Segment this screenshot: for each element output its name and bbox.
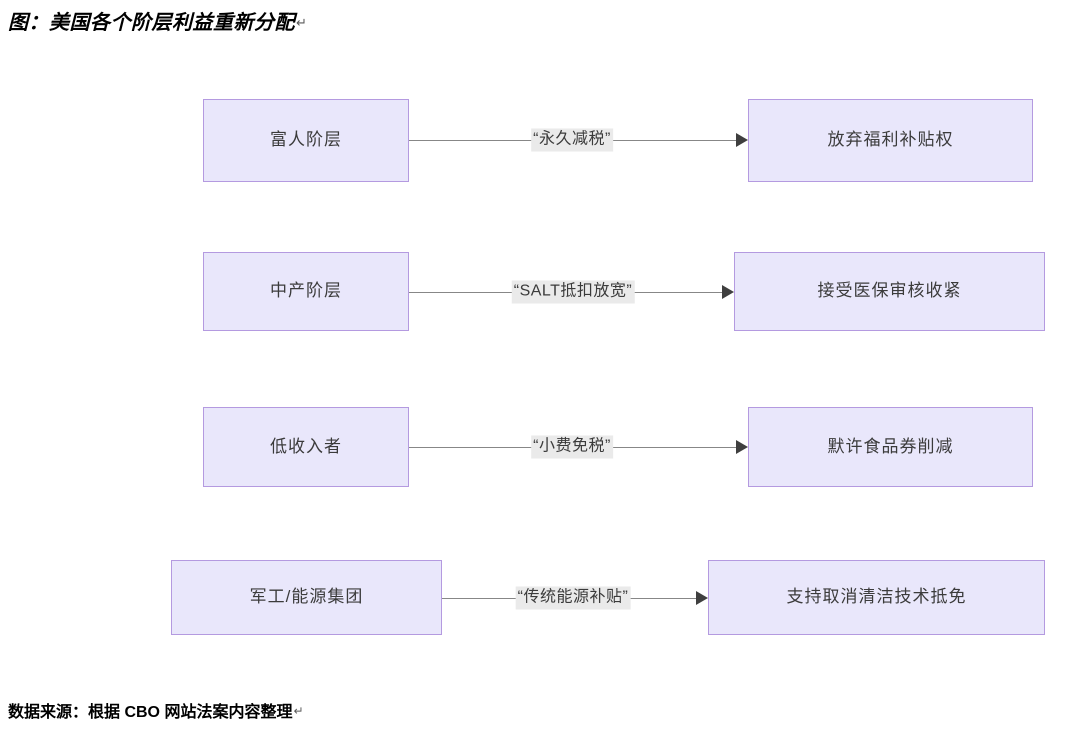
flow-source-node[interactable]: 军工/能源集团 (171, 560, 442, 635)
flow-target-node[interactable]: 放弃福利补贴权 (748, 99, 1033, 182)
flow-arrow-head-icon (696, 591, 708, 605)
page-title-text: 图：美国各个阶层利益重新分配 (8, 12, 295, 34)
flow-source-node[interactable]: 低收入者 (203, 407, 409, 487)
paragraph-mark: ↵ (293, 704, 304, 718)
flow-target-node[interactable]: 支持取消清洁技术抵免 (708, 560, 1045, 635)
flow-arrow-head-icon (736, 133, 748, 147)
flow-edge-label: “传统能源补贴” (515, 586, 631, 610)
flow-edge-label: “永久减税” (531, 128, 613, 152)
flow-source-node[interactable]: 中产阶层 (203, 252, 409, 331)
flow-target-node[interactable]: 接受医保审核收紧 (734, 252, 1045, 331)
paragraph-mark: ↵ (296, 15, 308, 30)
flow-arrow-head-icon (736, 440, 748, 454)
flow-edge-label: “SALT抵扣放宽” (511, 280, 635, 304)
flow-arrow-head-icon (722, 285, 734, 299)
source-note: 数据来源：根据 CBO 网站法案内容整理↵ (8, 698, 304, 722)
flow-source-node[interactable]: 富人阶层 (203, 99, 409, 182)
flow-target-node[interactable]: 默许食品券削减 (748, 407, 1033, 487)
page-title: 图：美国各个阶层利益重新分配↵ (8, 6, 307, 35)
source-note-text: 数据来源：根据 CBO 网站法案内容整理 (8, 704, 293, 721)
flow-edge-label: “小费免税” (531, 435, 613, 459)
